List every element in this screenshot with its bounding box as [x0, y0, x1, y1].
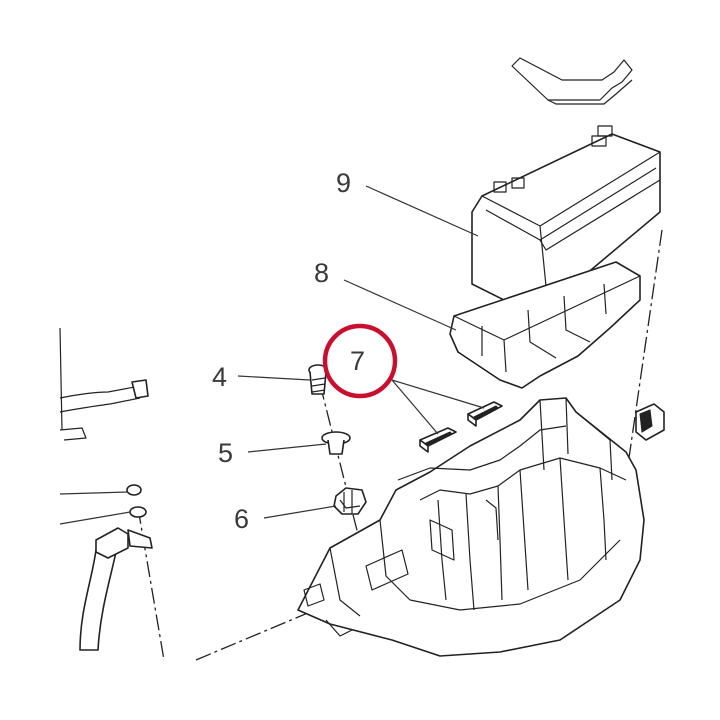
callout-7: 7	[350, 346, 365, 376]
leader-9	[365, 185, 479, 237]
leader-7b	[391, 379, 485, 409]
part-9-cover	[471, 125, 661, 309]
leader-8	[343, 279, 457, 331]
leader-lines	[237, 185, 485, 519]
leader-6	[263, 505, 337, 519]
left-hose-assembly	[59, 327, 153, 651]
leader-4	[237, 375, 311, 381]
part-6-nut	[333, 487, 367, 515]
right-clip	[635, 403, 665, 441]
callout-4: 4	[212, 362, 227, 392]
highlight-circle	[322, 323, 398, 399]
leader-7a	[391, 379, 439, 435]
callout-9: 9	[336, 168, 351, 198]
grommet-left	[419, 427, 457, 453]
part-4-bolt	[308, 364, 328, 395]
callout-labels: 9 8 7 4 5 6	[212, 168, 365, 534]
callout-5: 5	[218, 438, 233, 468]
leader-5	[247, 443, 327, 453]
grommet-right	[467, 401, 503, 427]
callout-8: 8	[314, 258, 329, 288]
main-housing	[297, 397, 645, 657]
part-5-collar	[321, 431, 351, 455]
top-bracket-fragment	[511, 57, 633, 105]
part-7-grommets	[419, 401, 503, 453]
part-8-tray	[449, 261, 641, 389]
callout-6: 6	[234, 504, 249, 534]
